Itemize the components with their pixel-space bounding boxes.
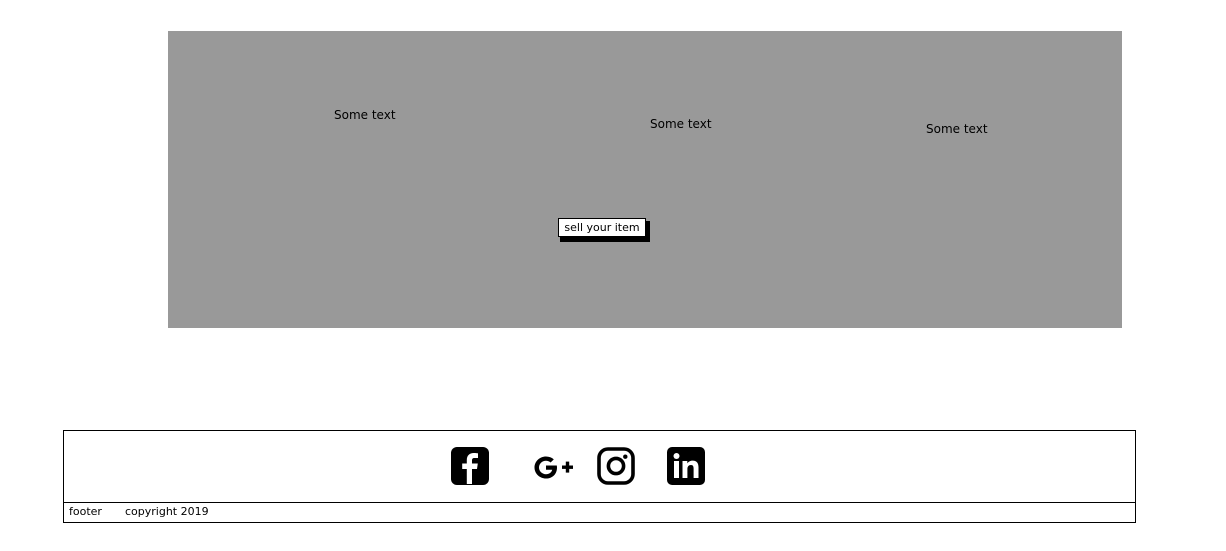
hero-banner: Some text Some text Some text sell your … — [168, 31, 1122, 328]
hero-text-2: Some text — [650, 117, 712, 131]
footer: footer copyright 2019 — [63, 430, 1136, 523]
footer-divider — [64, 502, 1135, 503]
sell-item-button[interactable]: sell your item — [558, 218, 646, 237]
google-plus-icon[interactable] — [529, 446, 577, 486]
sell-button-wrapper: sell your item — [558, 218, 650, 242]
footer-label: footer — [69, 505, 102, 518]
facebook-icon[interactable] — [450, 446, 490, 486]
hero-text-1: Some text — [334, 108, 396, 122]
instagram-icon[interactable] — [596, 446, 636, 486]
linkedin-icon[interactable] — [666, 446, 706, 486]
copyright-text: copyright 2019 — [125, 505, 209, 518]
hero-text-3: Some text — [926, 122, 988, 136]
